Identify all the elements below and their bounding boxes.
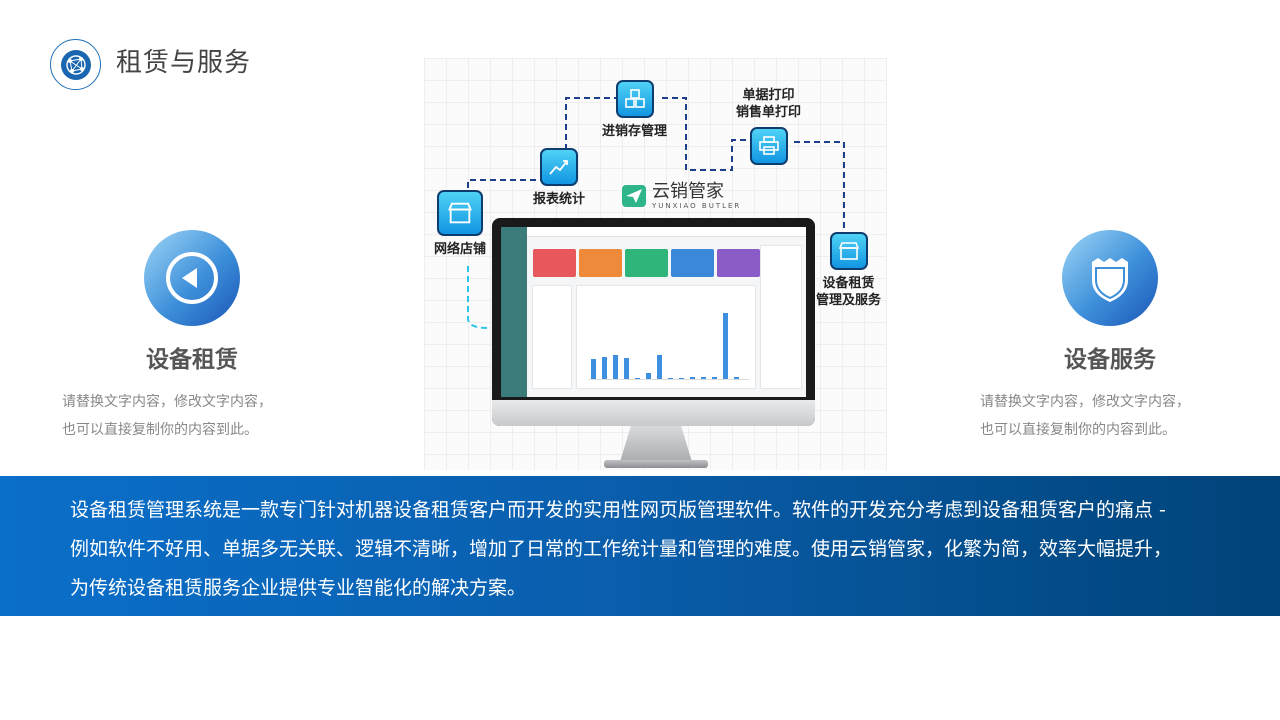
node-stats: 报表统计 — [533, 148, 585, 208]
shield-icon — [1092, 258, 1128, 302]
dashboard-bar — [690, 376, 695, 379]
brand-name: 云销管家 — [652, 181, 724, 202]
feature-circle — [144, 230, 240, 326]
dashboard-bar — [646, 372, 651, 379]
dashboard-list-panel — [760, 245, 802, 389]
node-inventory: 进销存管理 — [602, 80, 667, 140]
logo — [50, 39, 101, 90]
boxes-icon — [624, 89, 645, 108]
banner-text: 设备租赁管理系统是一款专门针对机器设备租赁客户而开发的实用性网页版管理软件。软件… — [70, 499, 1173, 599]
printer-icon — [758, 136, 779, 155]
monitor-stand — [620, 426, 692, 462]
node-label: 报表统计 — [533, 192, 586, 207]
chart-up-icon — [549, 160, 568, 175]
stat-card — [625, 249, 668, 277]
node-label-line: 设备租赁 — [822, 276, 875, 291]
feature-title: 设备服务 — [1064, 347, 1156, 373]
description-banner: 设备租赁管理系统是一款专门针对机器设备租赁客户而开发的实用性网页版管理软件。软件… — [0, 476, 1280, 616]
node-box — [540, 148, 578, 186]
feature-desc-line: 请替换文字内容，修改文字内容， — [62, 394, 272, 410]
node-label: 进销存管理 — [602, 124, 668, 139]
node-label: 设备租赁 管理及服务 — [816, 275, 881, 309]
dashboard-bar — [712, 376, 717, 379]
stat-card — [533, 249, 576, 277]
dashboard-bar-chart — [589, 300, 749, 380]
dashboard-bar — [679, 378, 684, 379]
brand-sub: YUNXIAO BUTLER — [652, 202, 742, 210]
node-box — [615, 80, 654, 118]
feature-desc-line: 也可以直接复制你的内容到此。 — [980, 422, 1176, 438]
dashboard-chart-panel — [576, 285, 756, 389]
node-label: 单据打印 销售单打印 — [736, 87, 801, 121]
monitor — [492, 218, 815, 426]
rewind-icon — [166, 252, 218, 304]
dashboard-sidebar — [501, 227, 527, 397]
product-illustration: 进销存管理 单据打印 销售单打印 报表统计 — [424, 58, 887, 470]
feature-desc-line: 也可以直接复制你的内容到此。 — [62, 422, 258, 438]
dashboard-bar — [635, 378, 640, 379]
stat-card — [671, 249, 714, 277]
dashboard-bar — [624, 358, 629, 379]
node-label: 网络店铺 — [434, 242, 487, 257]
dashboard-bar — [734, 376, 739, 379]
node-label-line: 销售单打印 — [736, 105, 802, 120]
node-rental: 设备租赁 管理及服务 — [816, 232, 881, 309]
node-box — [829, 232, 868, 270]
dashboard-bar — [591, 359, 596, 379]
paper-plane-icon — [622, 185, 646, 207]
feature-title: 设备租赁 — [146, 347, 238, 373]
globe-icon — [60, 49, 91, 80]
dashboard-menu-panel — [532, 285, 572, 389]
feature-circle — [1062, 230, 1158, 326]
dashboard-bar — [602, 356, 607, 379]
feature-desc-line: 请替换文字内容，修改文字内容， — [980, 394, 1190, 410]
page-title: 租赁与服务 — [116, 48, 252, 78]
feature-desc: 请替换文字内容，修改文字内容， 也可以直接复制你的内容到此。 — [980, 388, 1240, 444]
brand-logo: 云销管家 YUNXIAO BUTLER — [622, 182, 741, 210]
dashboard-bar — [668, 378, 673, 379]
dashboard-screen — [501, 227, 806, 397]
feature-equipment-rental: 设备租赁 请替换文字内容，修改文字内容， 也可以直接复制你的内容到此。 — [62, 230, 322, 444]
store-icon — [448, 202, 472, 224]
node-box — [437, 190, 483, 236]
stat-card — [579, 249, 622, 277]
monitor-base — [604, 460, 708, 468]
stat-card — [717, 249, 760, 277]
feature-desc: 请替换文字内容，修改文字内容， 也可以直接复制你的内容到此。 — [62, 388, 322, 444]
feature-equipment-service: 设备服务 请替换文字内容，修改文字内容， 也可以直接复制你的内容到此。 — [980, 230, 1240, 444]
node-box — [749, 127, 788, 165]
dashboard-bar — [701, 376, 706, 379]
dashboard-bar — [613, 355, 618, 379]
dashboard-bar — [723, 313, 728, 379]
dashboard-topbar — [527, 227, 806, 237]
monitor-chin — [492, 400, 815, 426]
node-print: 单据打印 销售单打印 — [736, 82, 801, 165]
node-label-line: 单据打印 — [742, 88, 795, 103]
node-shop: 网络店铺 — [434, 190, 486, 258]
dashboard-bar — [657, 355, 662, 379]
store-icon — [838, 242, 859, 260]
node-label-line: 管理及服务 — [816, 293, 882, 308]
